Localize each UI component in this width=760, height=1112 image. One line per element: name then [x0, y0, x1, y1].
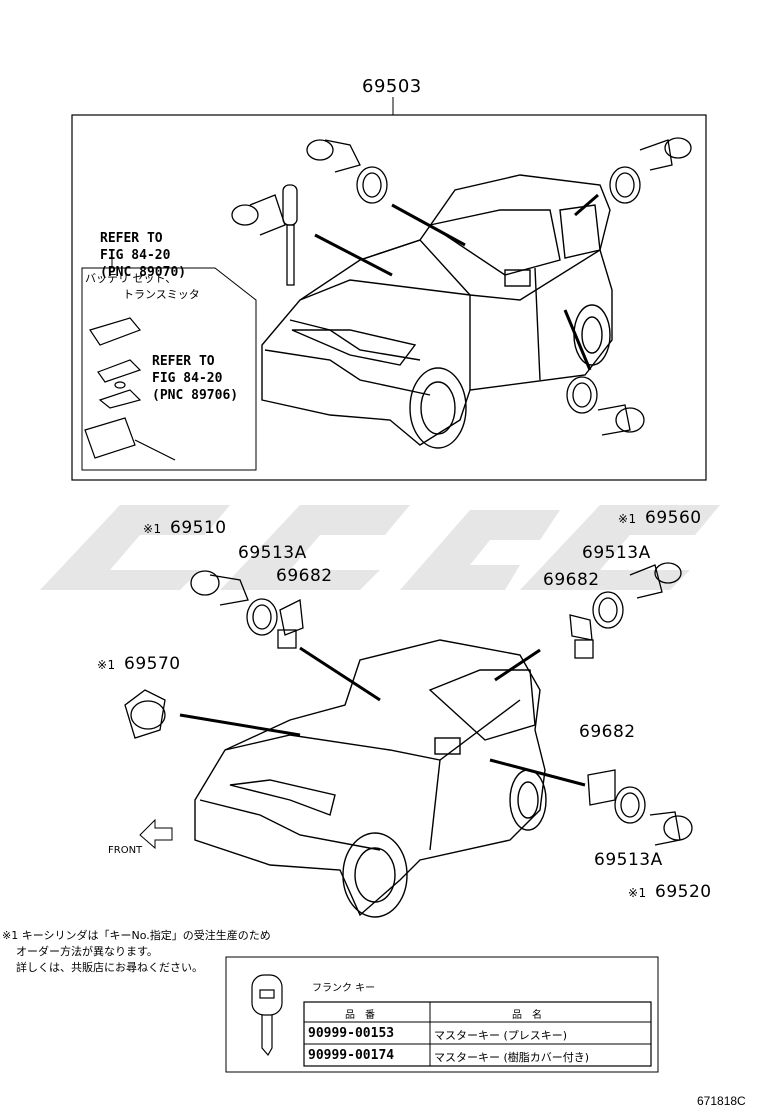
inset-outline	[81, 267, 257, 471]
part-69510: 69510	[170, 518, 227, 538]
cylinder-parts-bottom	[124, 562, 693, 846]
document-id: 671818C	[697, 1094, 746, 1108]
part-69682-left: 69682	[276, 566, 333, 586]
part-69560: 69560	[645, 508, 702, 528]
front-label: FRONT	[108, 845, 143, 856]
mark-69520: ※1	[628, 886, 647, 900]
key-table-frame	[225, 956, 659, 1073]
assembly-number: 69503	[362, 76, 422, 97]
part-69682-right: 69682	[543, 570, 600, 590]
col-header-name: 品 名	[512, 1010, 542, 1021]
part-69682-lower: 69682	[579, 722, 636, 742]
cylinder-parts-top	[231, 137, 692, 436]
table-row-1-name: マスターキー (プレスキー)	[434, 1029, 568, 1042]
table-row-2-part: 90999-00174	[308, 1048, 395, 1063]
mark-69510: ※1	[143, 522, 162, 536]
car-top-illustration	[261, 174, 613, 449]
table-row-2-name: マスターキー (樹脂カバー付き)	[434, 1051, 590, 1064]
car-bottom-illustration	[194, 639, 547, 918]
mark-69570: ※1	[97, 658, 116, 672]
key-table-title: フランク キー	[312, 983, 376, 994]
part-69513a-lower: 69513A	[594, 850, 663, 870]
top-assembly-box	[71, 114, 707, 481]
key-icon	[251, 974, 283, 1057]
table-row-1-part: 90999-00153	[308, 1026, 395, 1041]
front-arrow-icon	[139, 818, 173, 850]
part-69513a-right: 69513A	[582, 543, 651, 563]
watermark-logo	[40, 505, 720, 590]
part-69513a-left: 69513A	[238, 543, 307, 563]
mark-69560: ※1	[618, 512, 637, 526]
inset-parts	[84, 317, 176, 461]
footnote: ※1 キーシリンダは「キーNo.指定」の受注生産のため オーダー方法が異なります…	[2, 929, 271, 974]
col-header-part: 品 番	[345, 1010, 375, 1021]
part-69570: 69570	[124, 654, 181, 674]
part-69520: 69520	[655, 882, 712, 902]
inset-title: バッテリ セット、トランスミッタ	[85, 272, 200, 301]
